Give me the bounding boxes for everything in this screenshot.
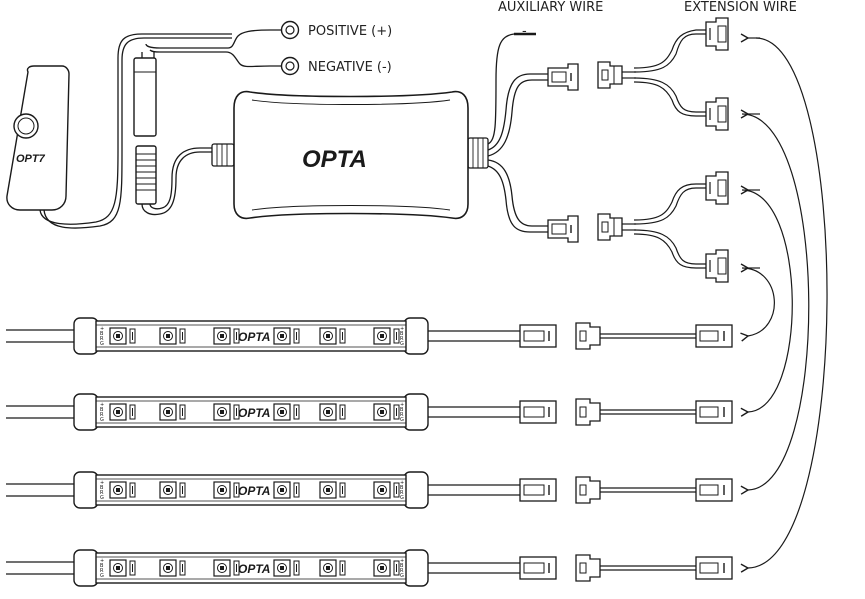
strip-right-endcap	[403, 317, 429, 355]
aux-minus-label: -	[522, 24, 527, 39]
strip-logo: OPTA	[238, 406, 270, 420]
remote-logo: OPT7	[16, 153, 46, 165]
auxiliary-wire-label: AUXILIARY WIRE	[498, 0, 603, 15]
controller-logo: OPTA	[302, 146, 367, 173]
strip-pin-label: +	[400, 402, 404, 408]
control-box: OPTA	[211, 90, 489, 220]
strip-1-extension-socket[interactable]	[575, 322, 601, 350]
strip-pin-label: B	[400, 407, 404, 413]
strip-logo: OPTA	[238, 484, 270, 498]
strip-pin-label: +	[100, 558, 104, 564]
positive-label: POSITIVE (+)	[308, 24, 392, 39]
strip-pin-label: B	[100, 407, 104, 413]
strip-left-endcap	[73, 549, 99, 587]
strip-pin-label: G	[100, 417, 104, 423]
power-leads	[145, 20, 300, 76]
controller-output-lower-connector[interactable]	[547, 215, 579, 243]
strip-3-plug[interactable]	[519, 478, 557, 502]
strip-pin-label: G	[100, 573, 104, 579]
strip-pin-label: R	[400, 490, 404, 496]
routing-arrows	[740, 33, 828, 573]
strip-pin-label: +	[400, 558, 404, 564]
strip-pin-label: R	[100, 568, 104, 574]
dc-barrel-jack	[135, 145, 157, 205]
strip-logo: OPTA	[238, 562, 270, 576]
strip-2-extension-socket[interactable]	[575, 398, 601, 426]
strip-pin-label: G	[400, 341, 404, 347]
strip-pin-label: B	[100, 331, 104, 337]
strip-right-endcap	[403, 549, 429, 587]
extension-wire-label: EXTENSION WIRE	[684, 0, 797, 15]
strip-pin-label: B	[100, 563, 104, 569]
strip-pin-label: B	[400, 563, 404, 569]
dc-barrel-plug	[133, 52, 157, 137]
strip-left-endcap	[73, 471, 99, 509]
extension-output-1-connector[interactable]	[705, 17, 729, 51]
strip-pin-label: G	[400, 495, 404, 501]
strip-1-plug[interactable]	[519, 324, 557, 348]
strip-pin-label: B	[400, 485, 404, 491]
extension-output-4-connector[interactable]	[705, 249, 729, 283]
connector-layer	[547, 17, 729, 283]
negative-label: NEGATIVE (-)	[308, 60, 392, 75]
strip-right-endcap	[403, 393, 429, 431]
strip-2-extension-end-plug[interactable]	[695, 400, 733, 424]
strip-pin-label: R	[100, 336, 104, 342]
strip-pin-label: R	[100, 490, 104, 496]
strip-pin-label: B	[400, 331, 404, 337]
strip-pin-label: R	[400, 336, 404, 342]
strip-3-extension-socket[interactable]	[575, 476, 601, 504]
strip-pin-label: +	[400, 326, 404, 332]
strip-4-extension-end-plug[interactable]	[695, 556, 733, 580]
extension-upper-input-connector[interactable]	[597, 61, 623, 89]
strip-right-endcap	[403, 471, 429, 509]
strip-pin-label: +	[100, 480, 104, 486]
strip-pin-label: B	[100, 485, 104, 491]
strip-pin-label: R	[400, 568, 404, 574]
strip-left-endcap	[73, 317, 99, 355]
strip-3-extension-end-plug[interactable]	[695, 478, 733, 502]
strip-pin-label: G	[400, 573, 404, 579]
strip-pin-label: G	[400, 417, 404, 423]
remote-controller: OPT7	[6, 65, 70, 211]
extension-lower-input-connector[interactable]	[597, 213, 623, 241]
strip-pin-label: +	[400, 480, 404, 486]
strip-pin-label: G	[100, 495, 104, 501]
extension-output-3-connector[interactable]	[705, 171, 729, 205]
strip-pin-label: R	[400, 412, 404, 418]
strip-pin-label: R	[100, 412, 104, 418]
strip-logo: OPTA	[238, 330, 270, 344]
strip-pin-label: +	[100, 402, 104, 408]
controller-output-upper-connector[interactable]	[547, 63, 579, 91]
strip-4-plug[interactable]	[519, 556, 557, 580]
strip-pin-label: G	[100, 341, 104, 347]
extension-output-2-connector[interactable]	[705, 97, 729, 131]
strip-1-extension-end-plug[interactable]	[695, 324, 733, 348]
remote-cable	[39, 33, 232, 225]
strip-4-extension-socket[interactable]	[575, 554, 601, 582]
strip-left-endcap	[73, 393, 99, 431]
strip-pin-label: +	[100, 326, 104, 332]
strip-2-plug[interactable]	[519, 400, 557, 424]
